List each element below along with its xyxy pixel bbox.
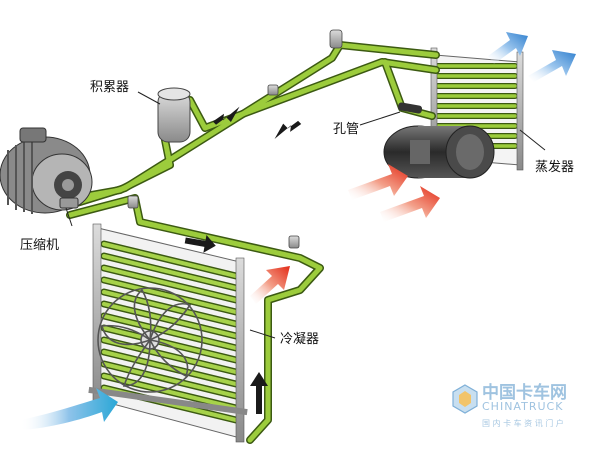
evaporator-label: 蒸发器 bbox=[535, 160, 575, 175]
orifice-tube bbox=[397, 102, 423, 114]
watermark-logo-icon bbox=[452, 384, 478, 414]
orifice-tube-label: 孔管 bbox=[333, 122, 360, 137]
condenser-fan bbox=[97, 287, 203, 393]
hot-air-arrow-condenser bbox=[250, 266, 290, 304]
watermark: 中国卡车网 CHINATRUCK 国 内 卡 车 资 讯 门 户 bbox=[452, 378, 592, 440]
watermark-cn: 中国卡车网 bbox=[482, 383, 567, 403]
compressor-label: 压缩机 bbox=[20, 238, 60, 253]
service-ports bbox=[127, 29, 343, 249]
hot-air-arrow-evaporator-lower bbox=[380, 186, 440, 222]
condenser-label: 冷凝器 bbox=[280, 332, 320, 347]
cool-air-arrow-upper bbox=[488, 32, 528, 64]
compressor bbox=[0, 127, 93, 214]
leader-lines bbox=[65, 91, 546, 339]
watermark-tagline: 国 内 卡 车 资 讯 门 户 bbox=[482, 419, 564, 428]
condenser-unit bbox=[88, 223, 248, 443]
accumulator bbox=[157, 87, 191, 143]
cool-air-arrow-condenser-intake bbox=[20, 388, 118, 430]
flow-arrows bbox=[184, 106, 302, 414]
blower-motor bbox=[383, 125, 495, 179]
cool-air-arrow-lower bbox=[528, 50, 576, 82]
watermark-en: CHINATRUCK bbox=[482, 400, 564, 413]
hot-air-arrow-evaporator-upper bbox=[348, 164, 408, 200]
accumulator-label: 积累器 bbox=[90, 80, 130, 95]
